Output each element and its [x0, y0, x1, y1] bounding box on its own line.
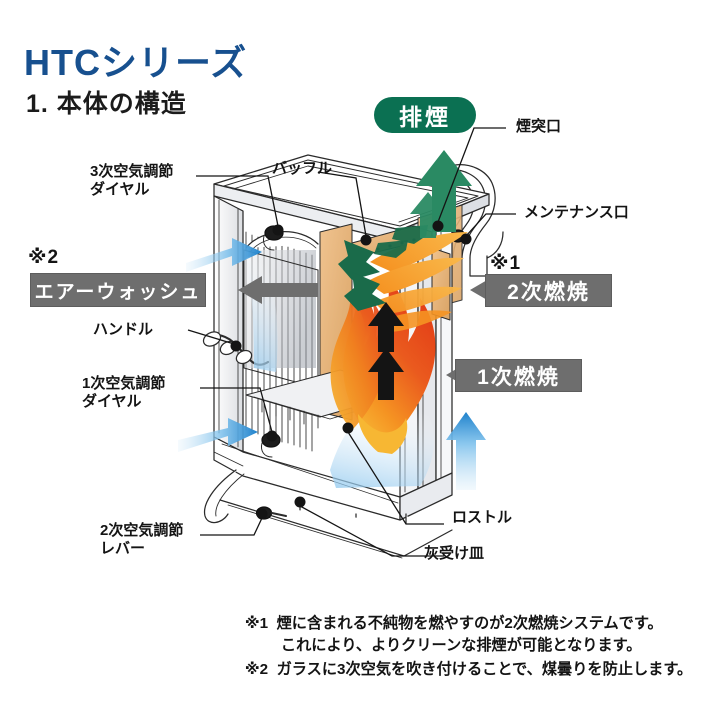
label-primary-air-dial: 1次空気調節 ダイヤル: [82, 375, 166, 411]
under-fire-air-arrow: [446, 412, 486, 490]
callout-air-wash: エアーウォッシュ: [30, 273, 206, 307]
label-maintenance-port: メンテナンス口: [524, 204, 629, 221]
label-ash-pan: 灰受け皿: [424, 545, 485, 562]
baffle-flow-arrows: [338, 225, 428, 311]
page-title: HTCシリーズ: [24, 42, 248, 83]
note-mark-2: ※2: [28, 247, 60, 268]
callout-primary-combustion: 1次燃焼: [455, 359, 582, 392]
label-handle: ハンドル: [93, 321, 154, 338]
page-subtitle: 1. 本体の構造: [26, 90, 187, 118]
leader-lines: [187, 127, 516, 557]
footnote-2-line1: ガラスに3次空気を吹き付けることで、煤曇りを防止します。: [276, 660, 693, 678]
primary-air-arrow: [178, 418, 258, 452]
label-secondary-air-lever: 2次空気調節 レバー: [100, 522, 184, 558]
tertiary-air-arrow: [186, 238, 262, 272]
label-baffle: バッフル: [272, 160, 333, 177]
label-tertiary-air-dial: 3次空気調節 ダイヤル: [90, 163, 174, 199]
footnote-1-mark: ※1: [244, 614, 269, 632]
callout-exhaust: 排煙: [374, 97, 476, 133]
label-grate: ロストル: [452, 509, 513, 526]
note-mark-1: ※1: [490, 253, 522, 274]
callout-secondary-combustion: 2次燃焼: [485, 274, 612, 307]
footnote-2-mark: ※2: [244, 660, 269, 678]
footnote-1-line2: これにより、よりクリーンな排煙が可能となります。: [280, 636, 642, 654]
label-chimney-outlet: 煙突口: [516, 118, 562, 135]
draft-arrows: [368, 302, 404, 400]
footnote-1-line1: 煙に含まれる不純物を燃やすのが2次燃焼システムです。: [276, 614, 663, 632]
leader-dots: [230, 220, 472, 520]
